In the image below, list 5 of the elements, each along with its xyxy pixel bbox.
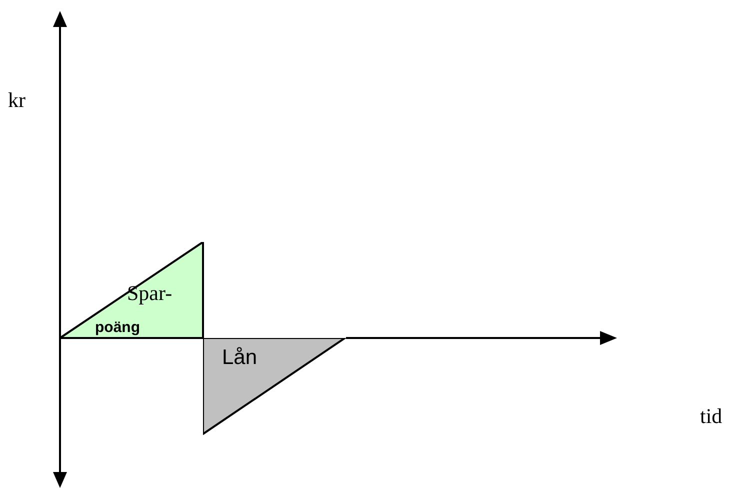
area-label: poäng [95, 320, 140, 336]
axis-label: kr [8, 88, 26, 112]
area-label: Lån [222, 346, 258, 370]
area-label: Spar- [127, 282, 172, 306]
axis-label: tid [700, 404, 722, 428]
